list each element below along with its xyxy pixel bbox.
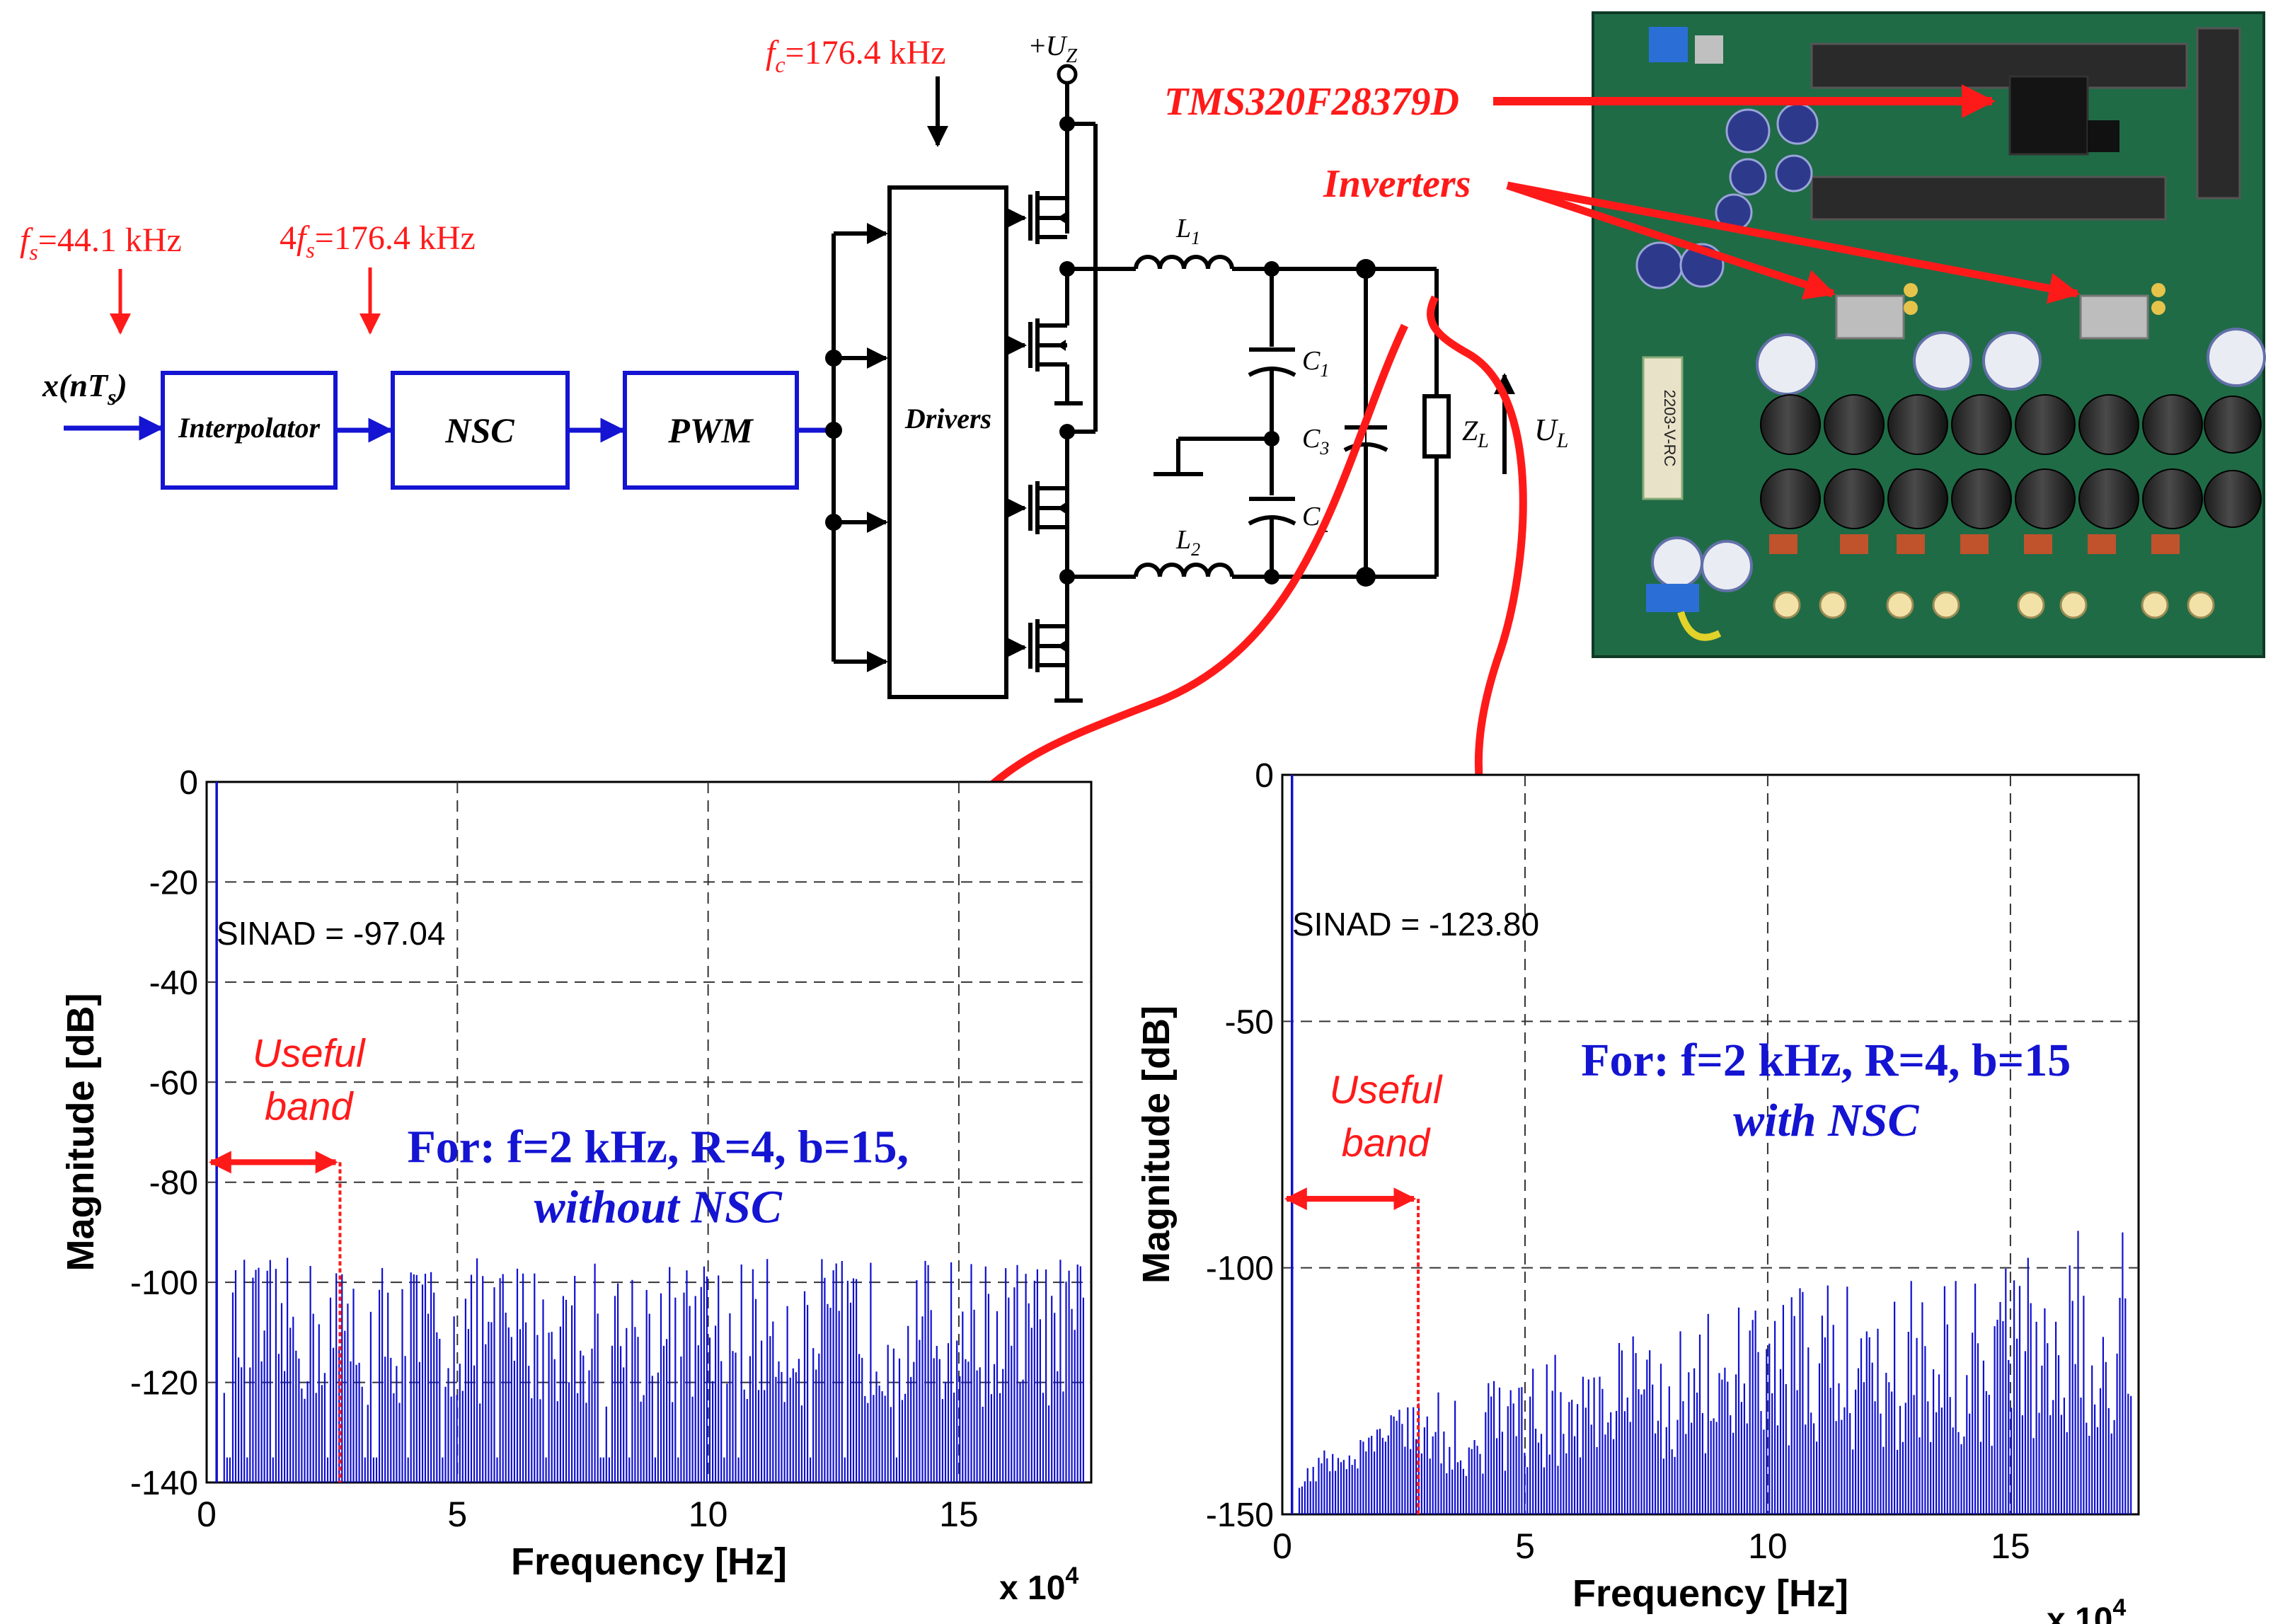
- x-tick-label: 10: [689, 1495, 728, 1534]
- chart-without-nsc: 0 5 10 15 0 -20 -40 -60 -80 -100 -120 -140 SINAD = -…: [59, 764, 1093, 1607]
- inverter-chip-2: [2079, 294, 2149, 340]
- sinad-label: SINAD = -123.80: [1292, 906, 1539, 943]
- y-tick-label: -100: [130, 1265, 198, 1302]
- y-axis-label: Magnitude [dB]: [59, 994, 102, 1272]
- sinad-label: SINAD = -97.04: [217, 915, 445, 952]
- plot-area: [1281, 773, 2140, 1516]
- y-tick-label: -60: [149, 1064, 198, 1102]
- x-multiplier: x 104: [2047, 1594, 2126, 1624]
- capacitors: [1154, 269, 1451, 577]
- x-multiplier: x 104: [999, 1562, 1078, 1607]
- input-label: x(nTs): [42, 367, 127, 410]
- supply-label: +UZ: [1030, 30, 1077, 67]
- condition-note: For: f=2 kHz, R=4, b=15: [1581, 1035, 2071, 1086]
- inverters-label: Inverters: [1323, 162, 1471, 206]
- pwm-bus: [832, 223, 888, 672]
- x-tick-label: 5: [447, 1495, 467, 1534]
- h-bridge: [1028, 83, 1132, 703]
- y-tick-label: 0: [179, 764, 198, 802]
- ul-label: UL: [1534, 413, 1568, 452]
- spectrum-bars: [223, 1257, 1084, 1482]
- zl-label: ZL: [1462, 415, 1489, 452]
- condition-note-2: with NSC: [1733, 1095, 1919, 1146]
- l1-label: L1: [1175, 214, 1200, 248]
- pcb-photo: 2203-V-RC: [1592, 11, 2266, 658]
- arrow-to-left-chart: [945, 323, 1408, 834]
- inverters-arrow-1: [1506, 181, 1836, 300]
- interpolator-block: [161, 371, 338, 490]
- inductor-l1: [1132, 255, 1437, 271]
- y-tick-label: -120: [130, 1365, 198, 1403]
- c3-label: C3: [1302, 424, 1329, 459]
- y-tick-label: -80: [149, 1165, 198, 1202]
- inverters-arrow-2: [1506, 181, 2081, 304]
- y-tick-label: -50: [1225, 1003, 1274, 1041]
- drivers-block: [887, 185, 1008, 699]
- x-axis-label: Frequency [Hz]: [511, 1541, 787, 1583]
- y-tick-label: 0: [1255, 757, 1274, 795]
- y-tick-label: -40: [149, 964, 198, 1002]
- x-tick-label: 0: [197, 1495, 217, 1534]
- condition-note-2: without NSC: [534, 1181, 783, 1233]
- c1-label: C1: [1302, 346, 1329, 381]
- arrow-to-right-chart: [1426, 295, 1527, 839]
- x-tick-label: 15: [939, 1495, 979, 1534]
- useful-band-label-2: band: [265, 1083, 354, 1128]
- y-tick-label: -140: [130, 1465, 198, 1502]
- supply-terminal: [1057, 64, 1078, 85]
- useful-band-label-2: band: [1342, 1120, 1431, 1165]
- dsp-label: TMS320F28379D: [1164, 80, 1459, 124]
- inverter-chip-1: [1835, 294, 1905, 340]
- dsp-chip: [2008, 75, 2089, 156]
- interpolator-label: Interpolator: [178, 412, 320, 444]
- nsc-block: [391, 371, 570, 490]
- pwm-label: PWM: [667, 410, 754, 450]
- inductor-l2: [1132, 563, 1437, 579]
- spectrum-bars: [1298, 1231, 2132, 1514]
- x-tick-label: 5: [1515, 1526, 1535, 1566]
- condition-note: For: f=2 kHz, R=4, b=15,: [407, 1121, 909, 1173]
- drivers-label: Drivers: [904, 403, 991, 434]
- block-diagram: x(nTs) fs=44.1 kHz 4fs=176.4 kHz Interpo…: [20, 30, 1568, 703]
- x-tick-label: 15: [1991, 1526, 2030, 1566]
- fs4-label: 4fs=176.4 kHz: [280, 219, 476, 263]
- x-tick-label: 0: [1272, 1526, 1292, 1566]
- useful-band-label: Useful: [253, 1030, 366, 1075]
- transformer-marking: 2203-V-RC: [1661, 390, 1679, 467]
- l2-label: L2: [1175, 525, 1200, 560]
- y-tick-label: -150: [1206, 1497, 1274, 1534]
- fs-label: fs=44.1 kHz: [20, 221, 182, 265]
- fc-label: fc=176.4 kHz: [766, 34, 946, 77]
- y-tick-label: -20: [149, 864, 198, 902]
- x-axis-label: Frequency [Hz]: [1572, 1572, 1848, 1615]
- y-tick-label: -100: [1206, 1250, 1274, 1288]
- x-tick-label: 10: [1748, 1526, 1788, 1566]
- pwm-block: [623, 371, 799, 490]
- useful-band-label: Useful: [1330, 1067, 1443, 1112]
- y-axis-label: Magnitude [dB]: [1135, 1006, 1178, 1284]
- nsc-label: NSC: [444, 410, 514, 450]
